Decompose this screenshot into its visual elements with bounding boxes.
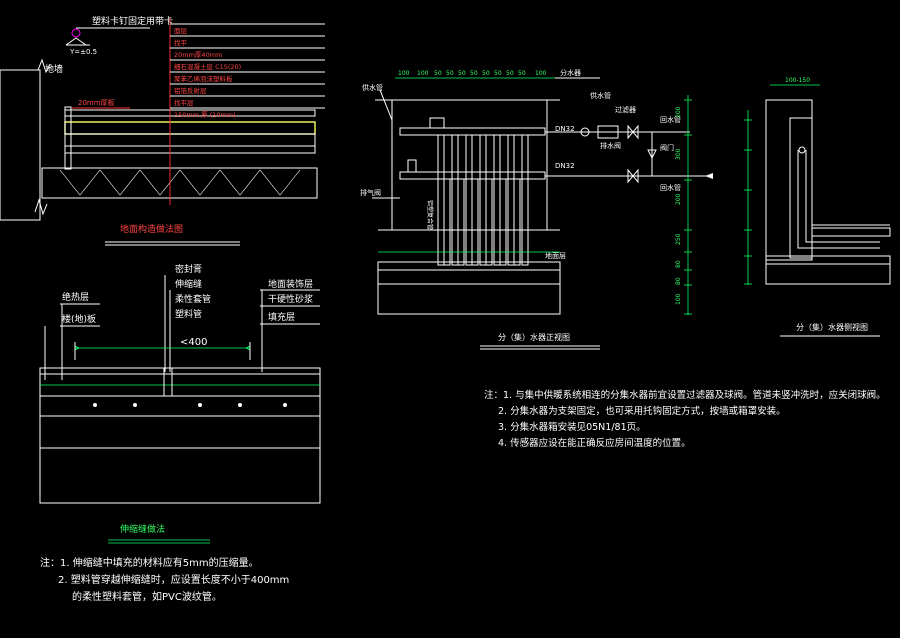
finish-label: 地面装饰层 (268, 278, 313, 290)
manifold-front-title: 分（集）水器正视图 (498, 332, 570, 342)
mortar-label: 干硬性砂浆 (268, 293, 313, 305)
pipe-size: DN32 (555, 125, 575, 133)
svg-text:50: 50 (470, 70, 478, 77)
insulation-section (39, 415, 321, 449)
svg-text:50: 50 (446, 70, 454, 77)
pipe-size: DN32 (555, 162, 575, 170)
manifold-right-dims: 200 300 200 250 80 80 100 (675, 106, 682, 305)
layer-label: 找平 (174, 38, 188, 47)
top-label: 塑料卡钉固定用带卡 (92, 15, 173, 27)
svg-text:200: 200 (675, 193, 682, 205)
layer-label: 20mm厚40mm (174, 51, 222, 59)
svg-text:80: 80 (675, 277, 682, 285)
fill-layer (64, 121, 316, 135)
svg-text:100: 100 (675, 293, 682, 305)
layer-label: 找平层 (174, 98, 194, 107)
filter-icon (597, 125, 619, 139)
manifold-side-view: 100-150 分（集）水器侧视图 (744, 77, 891, 337)
sleeve-label: 柔性套管 (175, 293, 211, 305)
pipe-label: 塑料管 (175, 308, 202, 320)
level-mark: Y=±0.5 (69, 48, 97, 56)
svg-text:50: 50 (458, 70, 466, 77)
expansion-joint-detail: 绝热层 楼(地)板 密封膏 伸缩缝 柔性套管 塑料管 地面装饰层 干硬性砂浆 填… (39, 263, 321, 603)
svg-text:250: 250 (675, 233, 682, 245)
layer-label: 细石混凝土层 C15(20) (174, 62, 241, 71)
insulation-layer (64, 133, 316, 147)
side-wall (765, 99, 813, 261)
manifold-cabinet (391, 99, 548, 231)
svg-text:80: 80 (675, 260, 682, 268)
floor-construction-detail: 地墙 Y=±0.5 塑料卡钉固定用带卡 20mm厚板 (0, 15, 325, 246)
floor-detail-title: 地面构造做法图 (120, 223, 183, 235)
expansion-joint-gap (163, 367, 173, 397)
manifold-label: 铝塑复合管 (426, 200, 434, 230)
manifold-note: 注：1. 与集中供暖系统相连的分集水器前宜设置过滤器及球阀。管道未竖冲洗时，应关… (484, 389, 886, 401)
svg-text:50: 50 (434, 70, 442, 77)
side-slab (765, 263, 891, 285)
svg-text:供水管: 供水管 (590, 91, 611, 100)
joint-detail-title: 伸缩缝做法 (120, 523, 165, 535)
red-note: 20mm厚板 (78, 98, 115, 107)
svg-text:300: 300 (675, 148, 682, 160)
manifold-side-title: 分（集）水器侧视图 (796, 322, 868, 332)
svg-text:50: 50 (494, 70, 502, 77)
svg-text:回水管: 回水管 (660, 115, 681, 124)
svg-text:100: 100 (535, 70, 547, 77)
sealant-label: 密封膏 (175, 263, 202, 275)
layer-label: 面层 (174, 27, 188, 35)
manifold-right-labels: 供水管 过滤器 回水管 阀门 回水管 排水阀 (590, 91, 681, 192)
svg-text:过滤器: 过滤器 (615, 105, 636, 114)
side-pipe (797, 150, 880, 249)
svg-text:50: 50 (482, 70, 490, 77)
manifold-note: 2. 分集水器为支架固定，也可采用托钩固定方式，按墙或箱罩安装。 (498, 405, 786, 417)
manifold-label: 地面层 (545, 251, 566, 260)
manifold-label: 排气阀 (360, 188, 381, 197)
slab-label: 楼(地)板 (62, 313, 96, 325)
manifold-top-dims: 100 100 50 50 50 50 50 50 50 50 100 (398, 70, 547, 77)
joint-note: 注：1. 伸缩缝中填充的材料应有5mm的压缩量。 (40, 556, 259, 569)
layer-label: 150mm 厚 (10mm) (174, 111, 236, 119)
joint-label: 伸缩缝 (175, 278, 202, 290)
structural-slab (41, 167, 318, 199)
layer-label: 铝箔反射层 (174, 86, 207, 95)
svg-text:100: 100 (417, 70, 429, 77)
svg-text:200: 200 (675, 106, 682, 118)
level-symbol-icon (71, 28, 81, 38)
side-dimension: 100-150 (785, 77, 810, 84)
fill-label: 填充层 (268, 311, 295, 323)
layer-labels: 面层 找平 20mm厚40mm 细石混凝土层 C15(20) 聚苯乙烯泡沫塑料板… (170, 23, 325, 119)
layer-label: 聚苯乙烯泡沫塑料板 (174, 74, 233, 83)
branch-pipes (437, 134, 529, 266)
joint-dimension: <400 (180, 337, 207, 348)
svg-text:回水管: 回水管 (660, 183, 681, 192)
manifold-label: 供水管 (362, 83, 383, 92)
slab-under-manifold (377, 283, 561, 315)
supply-header (399, 127, 546, 136)
manifold-front-view: 100 100 50 50 50 50 50 50 50 50 100 供水管 … (360, 68, 713, 350)
manifold-label: 分水器 (560, 68, 581, 77)
svg-text:50: 50 (518, 70, 526, 77)
joint-note: 的柔性塑料套管，如PVC波纹管。 (72, 590, 222, 603)
manifold-note: 3. 分集水器箱安装见05N1/81页。 (498, 421, 646, 433)
svg-text:阀门: 阀门 (660, 143, 674, 152)
valve-icon (627, 124, 639, 140)
svg-text:50: 50 (506, 70, 514, 77)
insulation-label: 绝热层 (62, 291, 89, 303)
manifold-note: 4. 传感器应设在能正确反应房间温度的位置。 (498, 437, 691, 449)
manifold-notes: 注：1. 与集中供暖系统相连的分集水器前宜设置过滤器及球阀。管道未竖冲洗时，应关… (484, 389, 886, 449)
valve-icon (627, 168, 639, 184)
svg-text:100: 100 (398, 70, 410, 77)
wall-section (0, 69, 41, 221)
slab-section (39, 447, 321, 504)
joint-note: 2. 塑料管穿越伸缩缝时，应设置长度不小于400mm (58, 573, 289, 586)
svg-text:排水阀: 排水阀 (600, 141, 621, 150)
